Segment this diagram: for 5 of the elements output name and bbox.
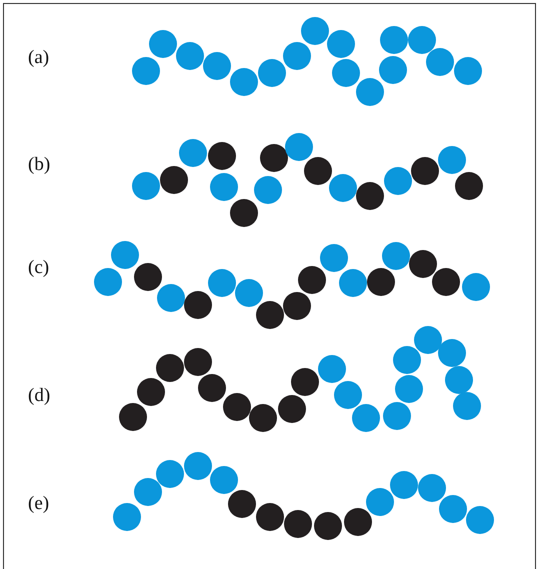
row-label: (e): [28, 494, 50, 513]
row-label: (b): [28, 155, 50, 174]
row-label: (c): [28, 258, 50, 277]
row-label: (d): [28, 386, 50, 405]
row-label: (a): [28, 48, 50, 67]
